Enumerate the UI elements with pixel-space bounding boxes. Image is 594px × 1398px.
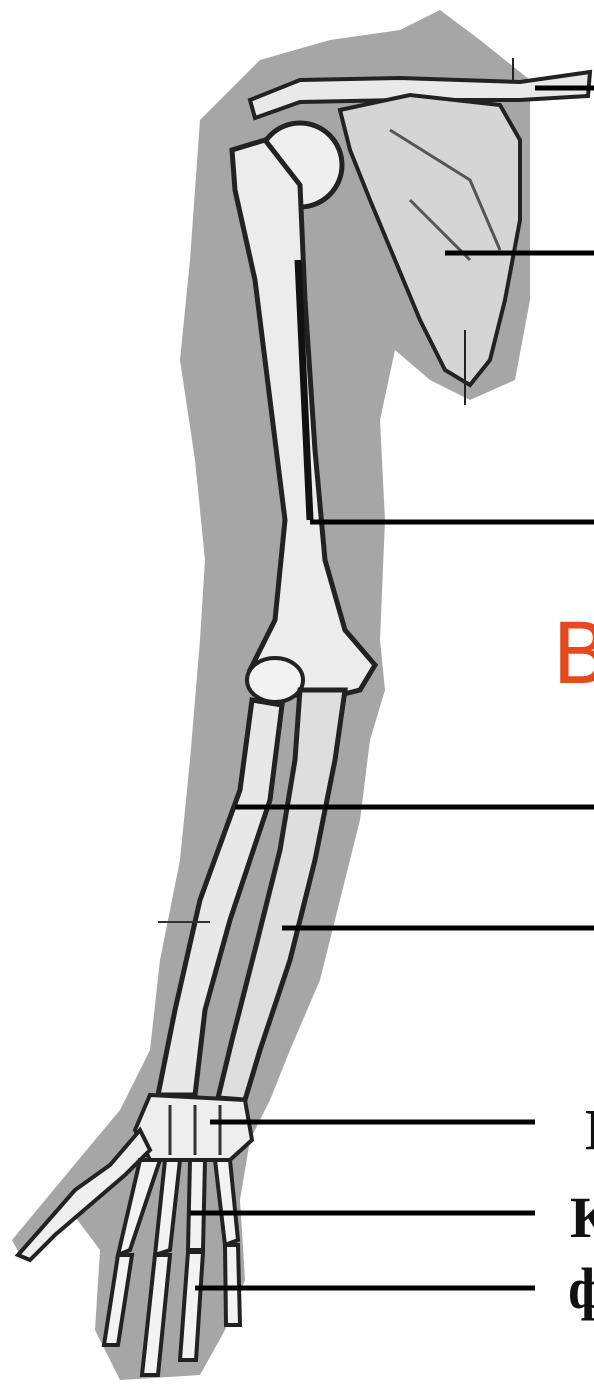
label-metacarpal: К <box>570 1184 594 1251</box>
elbow-joint <box>247 658 303 702</box>
label-phalanges: ф <box>568 1255 594 1322</box>
section-marker-letter: B <box>552 612 594 696</box>
label-wrist: Г <box>585 1096 594 1163</box>
